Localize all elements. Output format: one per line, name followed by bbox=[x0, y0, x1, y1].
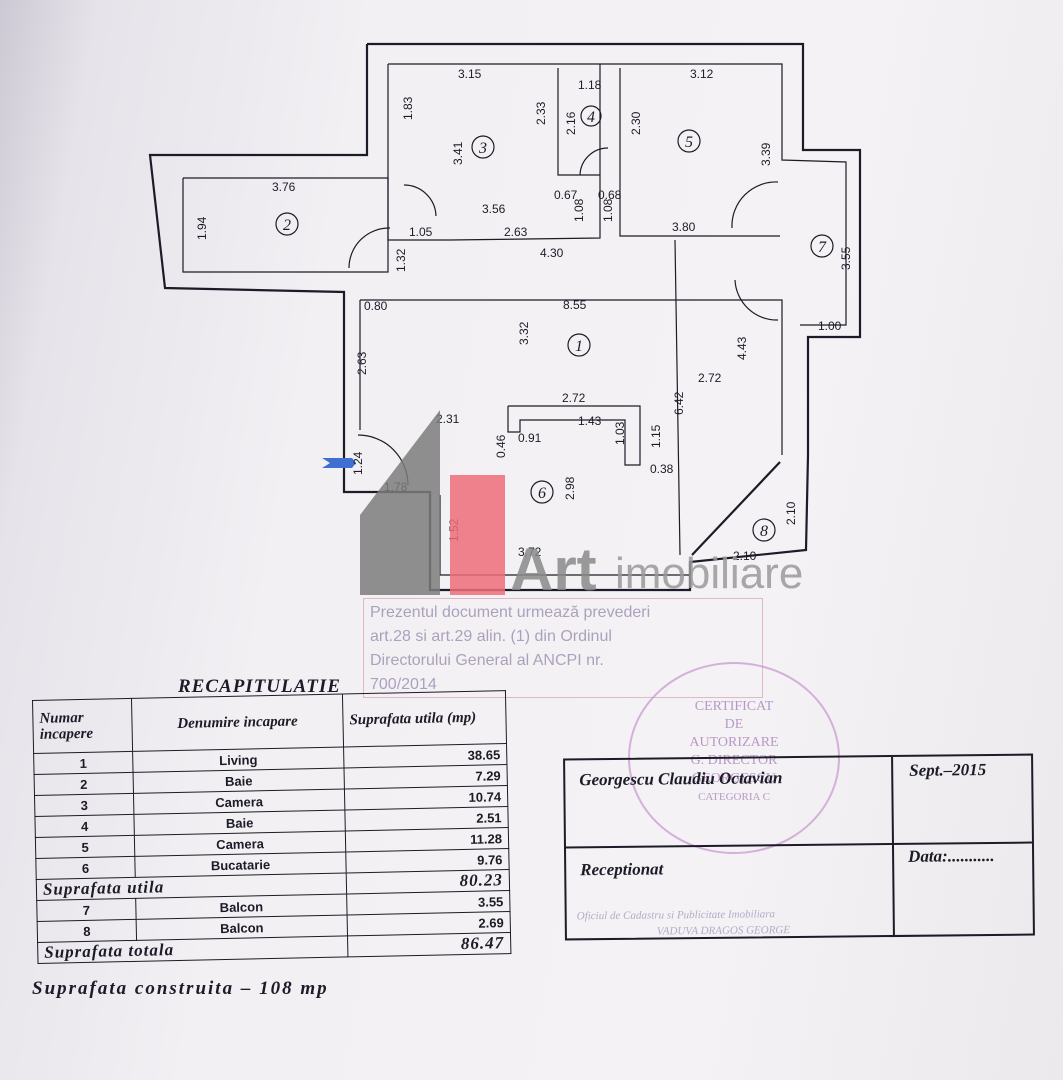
built-area-note: Suprafata construita – 108 mp bbox=[32, 978, 329, 999]
floor-plan: 1 2 3 4 5 6 7 8 3.15 2.33 1.83 3.41 1.18… bbox=[148, 42, 862, 592]
recap-table: Numar incapere Denumire incapare Suprafa… bbox=[32, 690, 511, 964]
dim-label: 0.38 bbox=[650, 462, 674, 476]
outer-wall bbox=[148, 42, 862, 592]
room-1-label: 1 bbox=[575, 338, 583, 355]
dim-label: 1.52 bbox=[447, 518, 461, 542]
dim-label: 3.39 bbox=[759, 142, 773, 166]
header-name: Denumire incapare bbox=[131, 693, 344, 752]
signature-box: Georgescu Claudiu Octavian Sept.–2015 Re… bbox=[563, 753, 1035, 941]
dim-label: 2.31 bbox=[436, 412, 460, 426]
dim-label: 4.30 bbox=[540, 246, 564, 260]
dim-label: 1.15 bbox=[649, 424, 663, 448]
dim-label: 3.15 bbox=[458, 67, 482, 81]
dim-label: 0.46 bbox=[494, 434, 508, 458]
room-6-label: 6 bbox=[538, 485, 546, 502]
dim-label: 3.32 bbox=[517, 321, 531, 345]
room-labels: 1 2 3 4 5 6 7 8 bbox=[275, 105, 834, 542]
dim-label: 0.68 bbox=[598, 188, 622, 202]
room-3-label: 3 bbox=[478, 140, 487, 157]
dim-label: 3.72 bbox=[518, 545, 542, 559]
authorization-seal: CERTIFICAT DE AUTORIZARE G. DIRECTOR GEO… bbox=[628, 662, 840, 854]
header-number: Numar incapere bbox=[32, 698, 133, 754]
dim-label: 3.80 bbox=[672, 220, 696, 234]
registrar-stamp-text: VADUVA DRAGOS GEORGE bbox=[656, 924, 791, 938]
recap-title: RECAPITULATIE bbox=[178, 676, 341, 697]
dim-label: 0.67 bbox=[554, 188, 578, 202]
dim-label: 1.43 bbox=[578, 414, 602, 428]
dim-label: 1.94 bbox=[195, 216, 209, 240]
dim-label: 1.78 bbox=[384, 480, 408, 494]
dim-label: 1.24 bbox=[351, 451, 365, 475]
room-7-label: 7 bbox=[818, 239, 827, 256]
entrance-arrow-icon bbox=[322, 458, 356, 468]
header-area: Suprafata utila (mp) bbox=[342, 690, 507, 747]
dim-label: 1.18 bbox=[578, 78, 602, 92]
dim-label: 2.33 bbox=[534, 101, 548, 125]
dim-label: 4.43 bbox=[735, 336, 749, 360]
table-header-row: Numar incapere Denumire incapare Suprafa… bbox=[32, 690, 507, 754]
dim-label: 1.08 bbox=[572, 198, 586, 222]
received-label: Receptionat bbox=[580, 859, 664, 880]
dim-label: 0.80 bbox=[364, 299, 388, 313]
floor-plan-drawing: 1 2 3 4 5 6 7 8 3.15 2.33 1.83 3.41 1.18… bbox=[148, 42, 862, 592]
dim-label: 2.63 bbox=[504, 225, 528, 239]
room-5-label: 5 bbox=[685, 134, 693, 151]
dim-label: 6.42 bbox=[672, 391, 686, 415]
dim-label: 3.56 bbox=[482, 202, 506, 216]
room-4-label: 4 bbox=[587, 109, 595, 126]
dim-label: 2.72 bbox=[562, 391, 586, 405]
office-stamp-text: Oficiul de Cadastru si Publicitate Imobi… bbox=[576, 908, 776, 923]
dim-label: 2.10 bbox=[784, 501, 798, 525]
dim-label: 1.83 bbox=[401, 96, 415, 120]
date-value: Sept.–2015 bbox=[909, 760, 987, 780]
dim-label: 1.00 bbox=[818, 319, 842, 333]
dim-label: 2.98 bbox=[563, 476, 577, 500]
room-2-label: 2 bbox=[283, 217, 291, 234]
dim-label: 8.55 bbox=[563, 298, 587, 312]
dim-label: 2.16 bbox=[564, 111, 578, 135]
dim-label: 1.32 bbox=[394, 248, 408, 272]
legal-stamp: Prezentul document urmează prevederi art… bbox=[363, 598, 763, 698]
dim-label: 2.10 bbox=[733, 549, 757, 563]
data-label: Data:........... bbox=[908, 845, 995, 866]
dim-label: 1.08 bbox=[601, 198, 615, 222]
surveyor-name: Georgescu Claudiu Octavian bbox=[579, 768, 783, 790]
room-8-label: 8 bbox=[760, 523, 768, 540]
dim-label: 1.05 bbox=[409, 225, 433, 239]
dim-label: 1.03 bbox=[613, 421, 627, 445]
dim-label: 2.63 bbox=[355, 351, 369, 375]
dim-label: 3.55 bbox=[839, 246, 853, 270]
dim-label: 3.76 bbox=[272, 180, 296, 194]
dim-label: 0.91 bbox=[518, 431, 542, 445]
dim-label: 2.72 bbox=[698, 371, 722, 385]
dim-label: 2.30 bbox=[629, 111, 643, 135]
dim-label: 3.12 bbox=[690, 67, 714, 81]
dim-label: 3.41 bbox=[451, 141, 465, 165]
